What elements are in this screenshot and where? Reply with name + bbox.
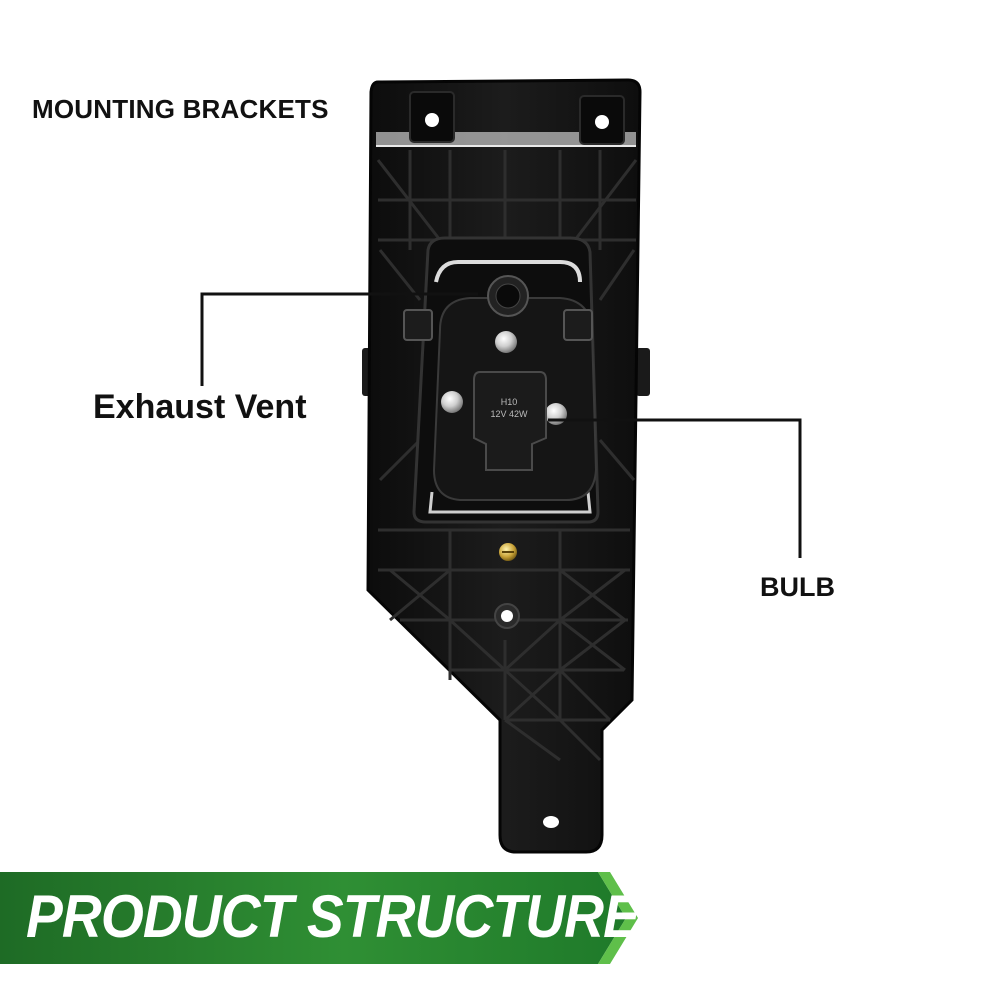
callout-lines (200, 292, 802, 558)
fog-light-housing: H10 12V 42W (362, 78, 650, 854)
housing-ribs (376, 150, 638, 762)
bulb-rating-marking: 12V 42W (490, 409, 528, 419)
adjuster-bolt-left (441, 391, 463, 413)
banner-shape (0, 872, 646, 964)
product-structure-banner-text: PRODUCT STRUCTURE (26, 883, 640, 950)
bulb-connector: H10 12V 42W (473, 371, 547, 471)
adjuster-bolt-right (545, 403, 567, 425)
mounting-brackets-label: MOUNTING BRACKETS (32, 94, 329, 124)
side-tab-right (636, 348, 650, 396)
adjuster-bolt-top (495, 331, 517, 353)
bulb-label: BULB (760, 572, 835, 602)
mounting-bracket-left (409, 91, 455, 143)
exhaust-vent-callout (200, 292, 478, 386)
bottom-tab-hole (543, 816, 559, 828)
bulb-type-marking: H10 (501, 397, 518, 407)
exhaust-vent-cap (487, 275, 529, 317)
mounting-bracket-right (579, 95, 625, 145)
bulb-callout (548, 418, 802, 558)
exhaust-vent-label: Exhaust Vent (93, 388, 307, 426)
